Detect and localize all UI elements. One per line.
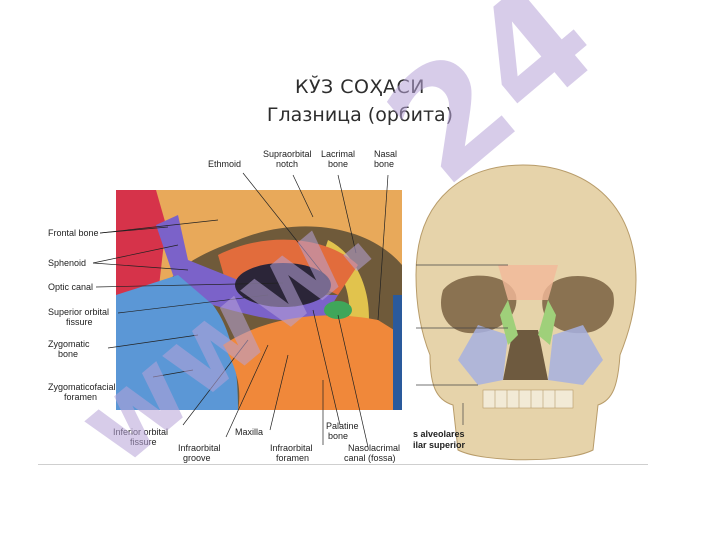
divider	[38, 464, 648, 465]
skull-illustration: s alveolares ilar superior	[413, 164, 637, 461]
label-inferior-orbital-2: fissure	[130, 437, 157, 447]
orbit-labels-left: Frontal bone Sphenoid Optic canal Superi…	[48, 228, 116, 402]
label-nasolacrimal-2: canal (fossa)	[344, 453, 396, 463]
orbit-labels-top: Ethmoid Supraorbital notch Lacrimal bone…	[208, 149, 397, 169]
label-maxilla: Maxilla	[235, 427, 263, 437]
label-zygomaticofacial-2: foramen	[64, 392, 97, 402]
label-zygomaticofacial-1: Zygomaticofacial	[48, 382, 116, 392]
label-supraorbital-2: notch	[276, 159, 298, 169]
orbit-labels-bottom: Inferior orbital fissure Infraorbital gr…	[113, 421, 400, 463]
label-ethmoid: Ethmoid	[208, 159, 241, 169]
label-optic-canal: Optic canal	[48, 282, 93, 292]
label-zygomatic-2: bone	[58, 349, 78, 359]
label-sphenoid: Sphenoid	[48, 258, 86, 268]
label-alveolares: s alveolares	[413, 429, 465, 439]
page-title: КЎЗ СОҲАСИ	[294, 76, 425, 98]
leader-lines	[92, 172, 389, 448]
label-infraorbital-groove-1: Infraorbital	[178, 443, 221, 453]
label-zygomatic-1: Zygomatic	[48, 339, 90, 349]
label-supraorbital-1: Supraorbital	[263, 149, 312, 159]
orbit-diagram: Ethmoid Supraorbital notch Lacrimal bone…	[48, 149, 637, 463]
label-superior-orbital-2: fissure	[66, 317, 93, 327]
label-nasolacrimal-1: Nasolacrimal	[348, 443, 400, 453]
label-palatine-2: bone	[328, 431, 348, 441]
label-infraorbital-foramen-2: foramen	[276, 453, 309, 463]
label-inferior-orbital-1: Inferior orbital	[113, 427, 168, 437]
maxilla-shape	[223, 315, 402, 410]
label-lacrimal-1: Lacrimal	[321, 149, 355, 159]
label-frontal-bone: Frontal bone	[48, 228, 99, 238]
page-subtitle: Глазница (орбита)	[266, 104, 454, 126]
label-nasal-2: bone	[374, 159, 394, 169]
label-superior-orbital-1: Superior orbital	[48, 307, 109, 317]
label-lacrimal-2: bone	[328, 159, 348, 169]
zygomatic-shape	[116, 275, 238, 410]
label-infraorbital-groove-2: groove	[183, 453, 211, 463]
orbit-illustration	[116, 190, 402, 410]
label-palatine-1: Palatine	[326, 421, 359, 431]
label-nasal-1: Nasal	[374, 149, 397, 159]
label-infraorbital-foramen-1: Infraorbital	[270, 443, 313, 453]
frontal-bone-shape	[116, 190, 402, 295]
label-ilar-superior: ilar superior	[413, 440, 466, 450]
